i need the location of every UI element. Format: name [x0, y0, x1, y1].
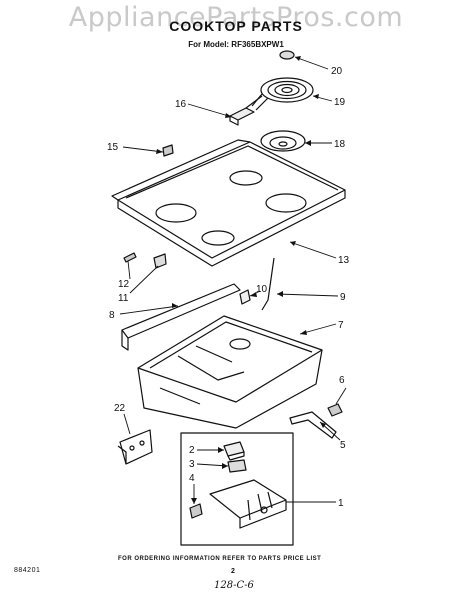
callout-8: 8: [109, 310, 115, 321]
document-code: 884201: [14, 567, 41, 574]
callout-19: 19: [334, 97, 346, 108]
callout-11: 11: [118, 293, 129, 304]
part-11-clip: [153, 253, 167, 269]
part-6-block: [327, 403, 343, 417]
ordering-note: FOR ORDERING INFORMATION REFER TO PARTS …: [118, 556, 322, 562]
part-16-terminal-block: [229, 95, 263, 126]
callout-6: 6: [339, 375, 345, 386]
callout-16: 16: [175, 99, 187, 110]
callout-15: 15: [107, 142, 119, 153]
handwritten-note: 128-C-6: [214, 580, 254, 591]
part-15-clip: [162, 144, 174, 157]
callout-13: 13: [338, 255, 350, 266]
part-7-burner-box: [137, 315, 323, 429]
callout-4: 4: [189, 473, 195, 484]
callout-20: 20: [331, 66, 343, 77]
callout-12: 12: [118, 279, 130, 290]
part-19-surface-element: [251, 77, 314, 111]
switch-group-frame: [180, 432, 294, 546]
callout-10: 10: [256, 284, 268, 295]
callout-18: 18: [334, 139, 346, 150]
part-12-fitting: [123, 252, 137, 263]
part-5-hinge: [289, 411, 337, 439]
part-18-drip-bowl: [260, 130, 306, 152]
part-10-bracket: [239, 289, 251, 305]
callout-1: 1: [338, 498, 344, 509]
callout-22: 22: [114, 403, 126, 414]
callout-7: 7: [338, 320, 344, 331]
page-number: 2: [231, 568, 236, 575]
callout-3: 3: [189, 459, 195, 470]
part-1-infinite-switch: [209, 479, 287, 529]
callout-2: 2: [189, 445, 195, 456]
part-8-rear-strip: [121, 283, 241, 351]
part-9-support-rod: [261, 257, 275, 311]
part-13-cooktop: [111, 139, 346, 267]
model-number: For Model: RF365BXPW1: [188, 40, 284, 49]
part-2-switch: [223, 441, 245, 461]
part-20-cap: [279, 50, 295, 60]
callout-5: 5: [340, 440, 346, 451]
part-3-plate: [227, 459, 247, 473]
callout-9: 9: [340, 292, 346, 303]
part-4-knob: [189, 503, 203, 519]
diagram-title: COOKTOP PARTS: [169, 18, 303, 34]
watermark: AppliancePartsPros.com: [68, 2, 404, 33]
part-22-bracket: [117, 429, 153, 465]
